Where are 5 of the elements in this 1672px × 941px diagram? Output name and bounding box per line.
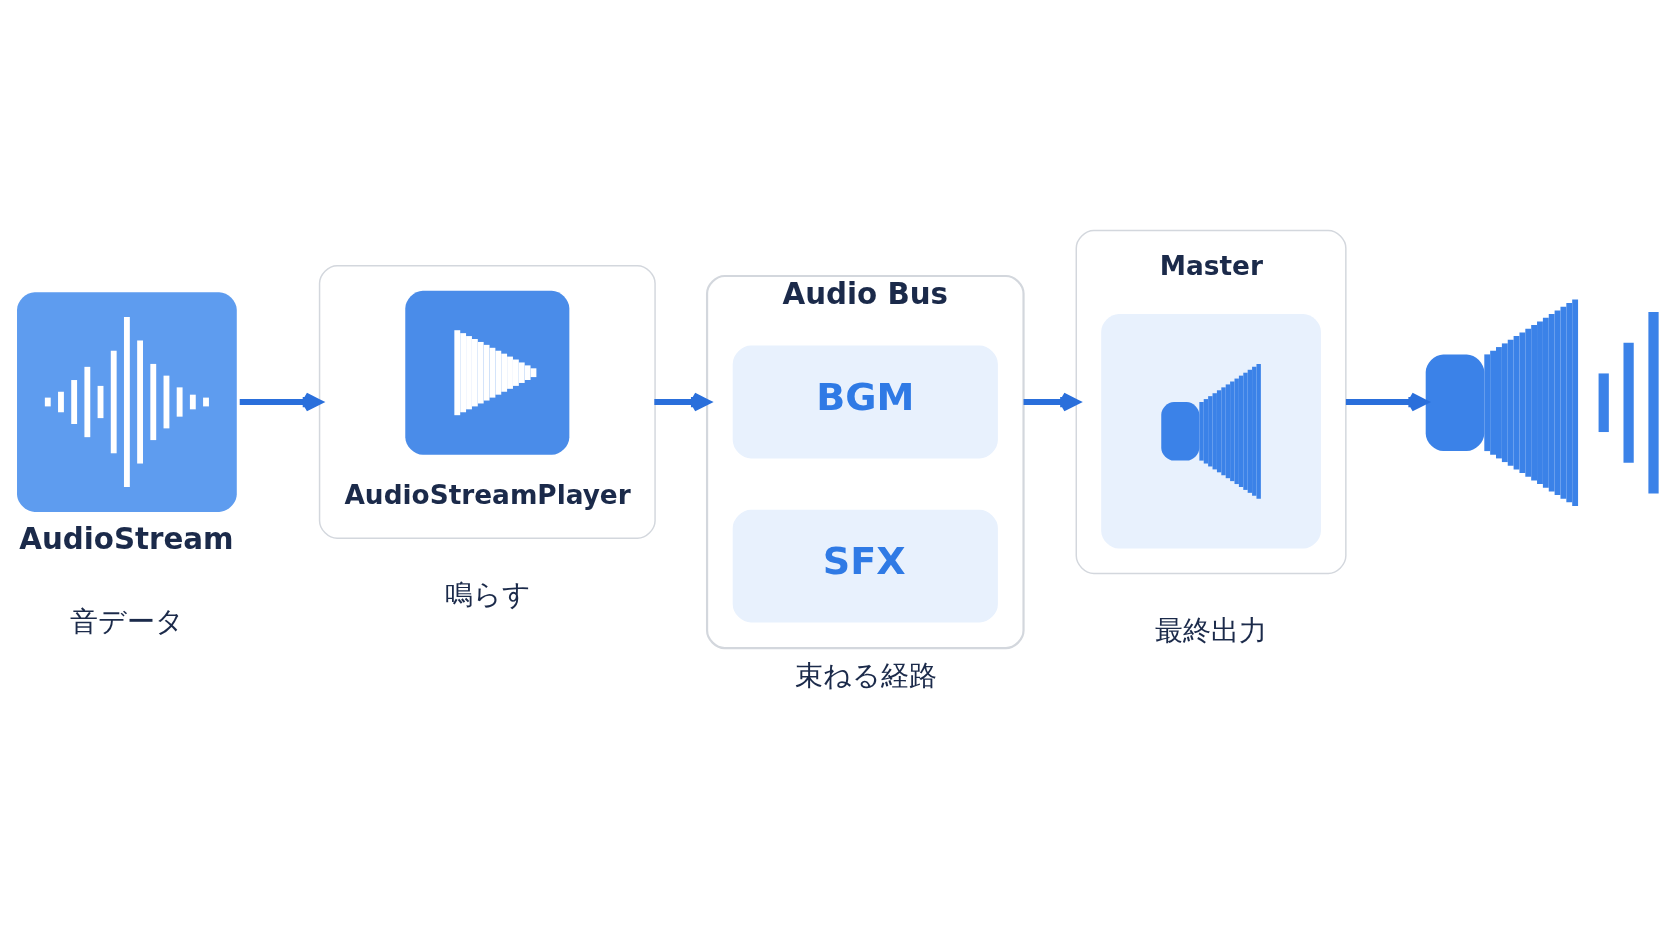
node-label: AudioStream: [19, 521, 234, 556]
node-label: 最終出力: [1155, 613, 1268, 647]
node-label: 音データ: [70, 604, 185, 638]
node-label: 鳴らす: [444, 578, 531, 612]
node-label: 束ねる経路: [794, 659, 937, 693]
